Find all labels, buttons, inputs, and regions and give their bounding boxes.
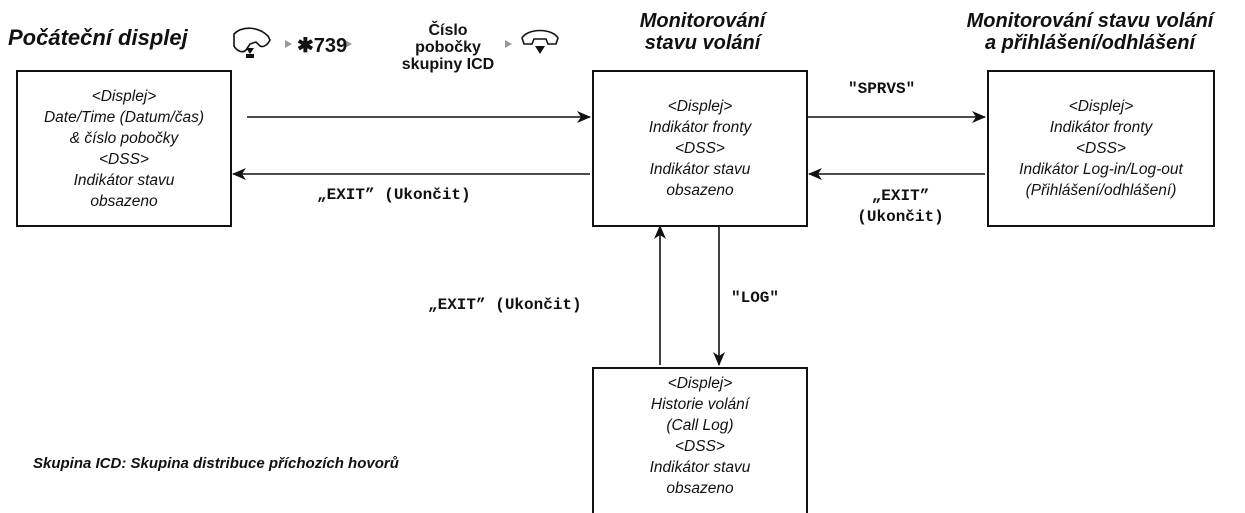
heading-monitor-login-line1: Monitorování stavu volání [966,10,1214,32]
box-call-log: <Displej> Historie volání (Call Log) <DS… [592,367,808,513]
box-line: <DSS> [1076,140,1126,157]
box-initial-display: <Displej> Date/Time (Datum/čas) & číslo … [16,70,232,227]
label-exit-right: „EXIT” (Ukončit) [843,186,958,228]
box-line: Date/Time (Datum/čas) [43,108,205,126]
box-line: <DSS> [675,140,725,157]
box-line: <Displej> [667,98,733,115]
sequence-arrow-2 [345,40,352,48]
box-line: Indikátor fronty [648,119,752,136]
sequence-arrow-1 [285,40,292,48]
heading-monitor: Monitorování stavu volání [600,10,805,54]
asterisk-icon: ✱ [297,35,314,57]
box-line: Indikátor fronty [1049,119,1153,136]
label-sprvs: "SPRVS" [848,80,916,98]
heading-monitor-login-line2: a přihlášení/odhlášení [984,32,1196,54]
box-line: obsazeno [90,192,158,210]
extension-line2: pobočky [415,39,481,56]
heading-monitor-line1: Monitorování [639,10,766,32]
label-exit-right-line1: „EXIT” [871,187,930,205]
heading-initial: Počáteční displej [8,25,188,50]
box-line: (Přihlášení/odhlášení) [1025,182,1177,199]
box-line: (Call Log) [666,417,734,434]
box-line: <Displej> [667,375,733,392]
box-line: obsazeno [666,480,734,497]
on-hook-icon [521,29,559,54]
feature-code: ✱739 [297,33,347,58]
extension-line3: skupiny ICD [401,56,495,73]
box-monitor-login: <Displej> Indikátor fronty <DSS> Indikát… [987,70,1215,227]
box-line: <Displej> [91,87,157,105]
box-line: Historie volání [650,396,750,413]
off-hook-icon [233,27,271,58]
label-exit-bottom: „EXIT” (Ukončit) [428,296,582,314]
extension-number-label: Číslo pobočky skupiny ICD [388,22,508,73]
box-line: <DSS> [99,150,149,168]
box-monitor: <Displej> Indikátor fronty <DSS> Indikát… [592,70,808,227]
footnote: Skupina ICD: Skupina distribuce příchozí… [33,455,399,472]
box-line: Indikátor stavu [73,171,175,189]
label-exit-right-line2: (Ukončit) [857,208,944,226]
box-line: obsazeno [666,182,734,199]
heading-monitor-login: Monitorování stavu volání a přihlášení/o… [940,10,1240,54]
label-log: "LOG" [731,289,780,307]
box-line: Indikátor stavu [649,459,751,476]
label-exit-left: „EXIT” (Ukončit) [317,186,471,204]
box-line: Indikátor stavu [649,161,751,178]
box-line: <Displej> [1068,98,1134,115]
sequence-arrow-3 [505,40,512,48]
extension-line1: Číslo [428,22,468,39]
box-line: Indikátor Log-in/Log-out [1019,161,1183,178]
heading-monitor-line2: stavu volání [644,32,761,54]
box-line: & číslo pobočky [69,129,179,147]
box-line: <DSS> [675,438,725,455]
feature-code-digits: 739 [313,35,348,57]
